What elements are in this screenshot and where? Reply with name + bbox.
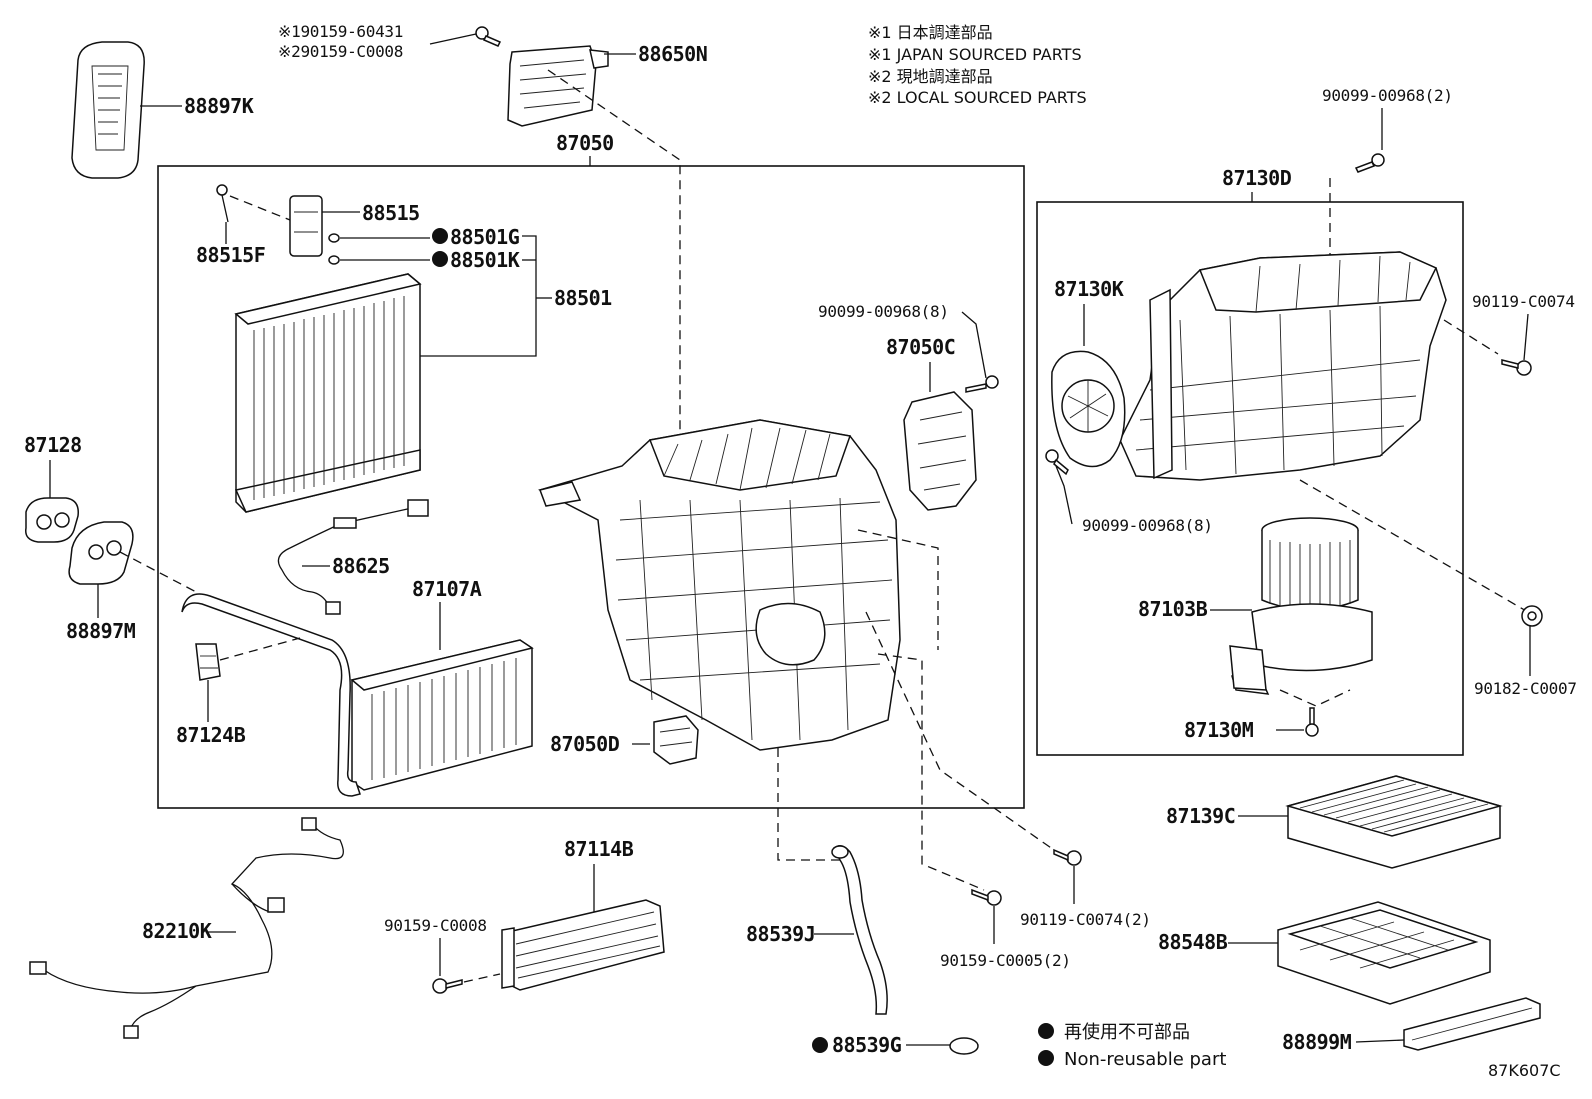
evaporator-88501-part xyxy=(234,273,422,513)
label-90159-C0008-top: ※290159-C0008 xyxy=(278,42,403,61)
note-japan-jp: ※1 日本調達部品 xyxy=(868,23,993,42)
screw-icon xyxy=(1501,359,1532,376)
hvac-unit-frame xyxy=(157,165,1025,809)
label-87103B: 87103B xyxy=(1138,597,1208,621)
drain-hose-88539J-part xyxy=(831,845,888,1015)
label-88501G: 88501G xyxy=(450,225,520,249)
label-87130D: 87130D xyxy=(1222,166,1292,190)
legend-dot-icon xyxy=(1038,1023,1054,1039)
label-87130M: 87130M xyxy=(1184,718,1254,742)
label-88515F: 88515F xyxy=(196,243,265,267)
label-88650N: 88650N xyxy=(638,42,707,66)
screw-icon xyxy=(971,888,1002,906)
label-82210K: 82210K xyxy=(142,919,212,943)
label-88548B: 88548B xyxy=(1158,930,1228,954)
label-88539G: 88539G xyxy=(832,1033,902,1057)
grommet-88539G-icon xyxy=(949,1037,979,1055)
label-88501: 88501 xyxy=(554,286,612,310)
non-reusable-dot-icon xyxy=(432,228,448,244)
label-90119-C0074: 90119-C0074 xyxy=(1472,292,1575,311)
label-87128: 87128 xyxy=(24,433,82,457)
screw-icon xyxy=(475,26,502,47)
expansion-valve-88515-part xyxy=(289,195,323,257)
blower-unit-frame xyxy=(1036,201,1464,756)
o-ring-88501K-icon xyxy=(328,255,340,265)
legend-dot-icon xyxy=(1038,1050,1054,1066)
damper-90182-C0007-icon xyxy=(1521,605,1543,627)
ptc-heater-87114B-part xyxy=(501,899,665,991)
filter-case-88548B-part xyxy=(1277,901,1491,1005)
fan-guard-87130K-part xyxy=(1051,350,1126,468)
diagram-code: 87K607C xyxy=(1488,1061,1561,1080)
note-local-jp: ※2 現地調達部品 xyxy=(868,67,993,86)
legend-en: Non-reusable part xyxy=(1064,1049,1226,1070)
label-88501K: 88501K xyxy=(450,248,520,272)
module-88650N-part xyxy=(507,45,609,127)
heater-core-87107A-part xyxy=(181,593,534,797)
label-90182-C0007: 90182-C0007 xyxy=(1474,679,1577,698)
label-90099-00968-8-right: 90099-00968(8) xyxy=(1082,516,1213,535)
note-local-en: ※2 LOCAL SOURCED PARTS xyxy=(868,88,1087,107)
thermistor-88625-part xyxy=(277,499,429,615)
label-90099-00968-8-left: 90099-00968(8) xyxy=(818,302,949,321)
actuator-87050C-part xyxy=(903,391,977,511)
o-ring-88501G-icon xyxy=(328,233,340,243)
label-90119-C0074-2: 90119-C0074(2) xyxy=(1020,910,1151,929)
non-reusable-dot-icon xyxy=(812,1037,828,1053)
screw-icon xyxy=(1354,153,1385,173)
plate-88897M-part xyxy=(68,521,134,585)
note-japan-en: ※1 JAPAN SOURCED PARTS xyxy=(868,45,1082,64)
label-87050C: 87050C xyxy=(886,335,955,359)
wire-harness-82210K-part xyxy=(29,817,344,1039)
label-87139C: 87139C xyxy=(1166,804,1235,828)
label-87107A: 87107A xyxy=(412,577,482,601)
label-88897M: 88897M xyxy=(66,619,136,643)
legend-jp: 再使用不可部品 xyxy=(1064,1022,1190,1043)
bolt-88515F-icon xyxy=(216,184,229,223)
blower-case-87130D-part xyxy=(1119,251,1447,481)
non-reusable-dot-icon xyxy=(432,251,448,267)
panel-88897K-part xyxy=(71,41,145,179)
clamp-87124B-part xyxy=(195,643,221,681)
screw-icon xyxy=(1305,707,1319,737)
label-87050D: 87050D xyxy=(550,732,620,756)
grommet-87128-part xyxy=(25,497,79,543)
screw-icon xyxy=(1053,848,1082,866)
label-88899M: 88899M xyxy=(1282,1030,1352,1054)
cabin-filter-87139C-part xyxy=(1285,775,1503,869)
label-90099-00968-2: 90099-00968(2) xyxy=(1322,86,1453,105)
label-90159-C0005-2: 90159-C0005(2) xyxy=(940,951,1071,970)
label-87050: 87050 xyxy=(556,131,614,155)
screw-icon xyxy=(1045,449,1069,476)
label-88515: 88515 xyxy=(362,201,420,225)
label-87124B: 87124B xyxy=(176,723,246,747)
label-87114B: 87114B xyxy=(564,837,634,861)
label-90159-C0008: 90159-C0008 xyxy=(384,916,487,935)
label-88897K: 88897K xyxy=(184,94,254,118)
label-88625: 88625 xyxy=(332,554,390,578)
label-88539J: 88539J xyxy=(746,922,815,946)
hvac-case-87050-part xyxy=(537,419,901,751)
actuator-87050D-part xyxy=(653,715,699,765)
blower-motor-87103B-part xyxy=(1229,517,1373,695)
label-90159-60431: ※190159-60431 xyxy=(278,22,403,41)
screw-icon xyxy=(432,978,463,994)
screw-icon xyxy=(965,375,999,393)
cover-88899M-part xyxy=(1403,997,1541,1051)
label-87130K: 87130K xyxy=(1054,277,1124,301)
